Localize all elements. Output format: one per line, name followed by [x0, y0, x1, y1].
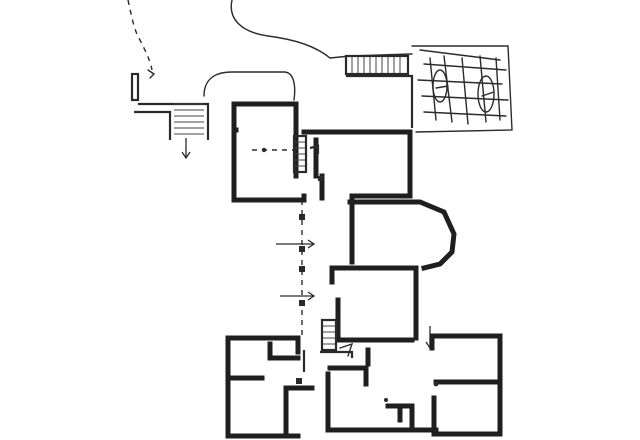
- entrance-stair-right: [344, 54, 414, 128]
- garden-path: [203, 71, 296, 101]
- bay-room: [329, 193, 457, 341]
- lower-wing-left: [225, 335, 354, 439]
- garden-sketch: [411, 45, 513, 133]
- terrain-outline: [127, 0, 413, 71]
- entrance-stair-left: [130, 69, 210, 160]
- corridor-wall: [299, 200, 305, 336]
- upper-wing: [231, 101, 413, 203]
- fixtures: [296, 176, 388, 402]
- connector-wall: [335, 297, 415, 343]
- lower-stair: [320, 318, 338, 352]
- lower-wing-center: [325, 347, 439, 433]
- entry-arrows: [276, 239, 435, 350]
- lower-wing-right: [429, 333, 503, 437]
